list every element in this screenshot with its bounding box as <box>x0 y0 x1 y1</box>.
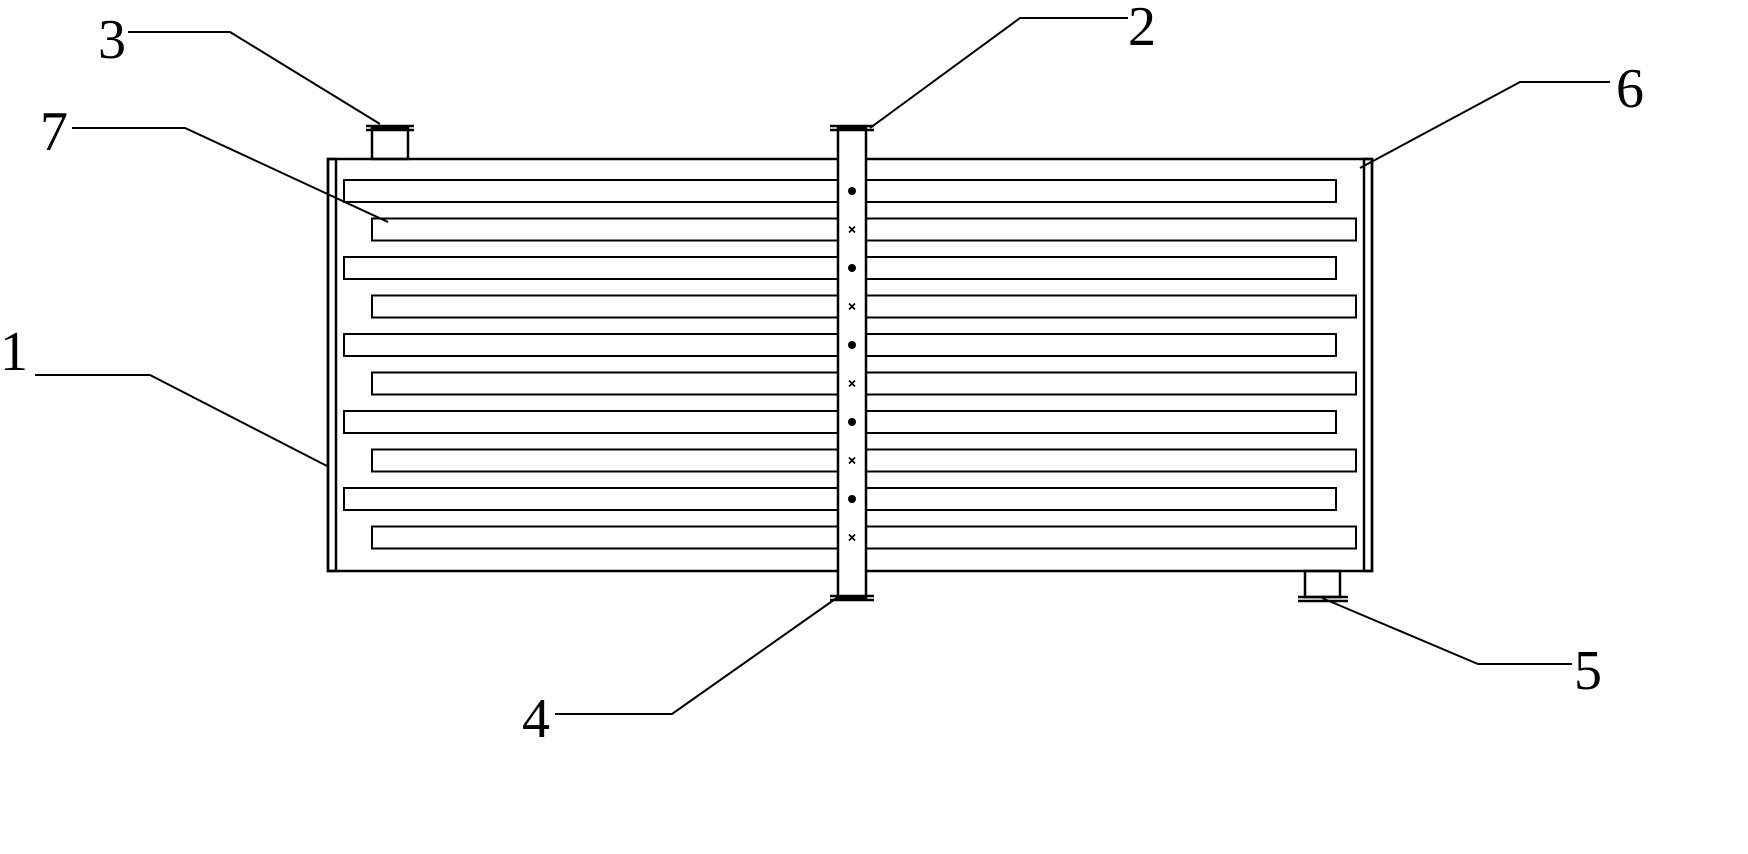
leader-line-6 <box>1359 81 1610 169</box>
leader-line-4 <box>555 596 839 715</box>
hole-marker-group <box>848 187 856 542</box>
leader-line-1 <box>35 374 328 467</box>
callout-6: 6 <box>1616 58 1644 120</box>
hole-marker-dot <box>848 418 856 426</box>
inlet-nozzle <box>366 124 414 161</box>
callout-3: 3 <box>98 9 126 71</box>
left-end-plate <box>326 157 338 573</box>
leader-line-3 <box>128 31 381 125</box>
callout-2: 2 <box>1128 0 1156 58</box>
hole-marker-x <box>848 302 856 311</box>
callout-1: 1 <box>0 321 28 383</box>
central-tube <box>830 124 874 602</box>
leader-line-7 <box>72 127 389 223</box>
hole-marker-x <box>848 533 856 542</box>
leader-line-2 <box>869 17 1128 129</box>
hole-marker-dot <box>848 264 856 272</box>
callout-7: 7 <box>40 101 68 163</box>
outlet-nozzle <box>1298 569 1348 603</box>
hole-marker-dot <box>848 495 856 503</box>
hole-marker-x <box>848 379 856 388</box>
hole-marker-dot <box>848 187 856 195</box>
leader-line-5 <box>1321 597 1572 665</box>
callout-5: 5 <box>1574 640 1602 702</box>
right-end-plate <box>1362 157 1374 573</box>
hole-marker-x <box>848 456 856 465</box>
hole-marker-dot <box>848 341 856 349</box>
hole-marker-x <box>848 225 856 234</box>
callout-4: 4 <box>522 688 550 750</box>
